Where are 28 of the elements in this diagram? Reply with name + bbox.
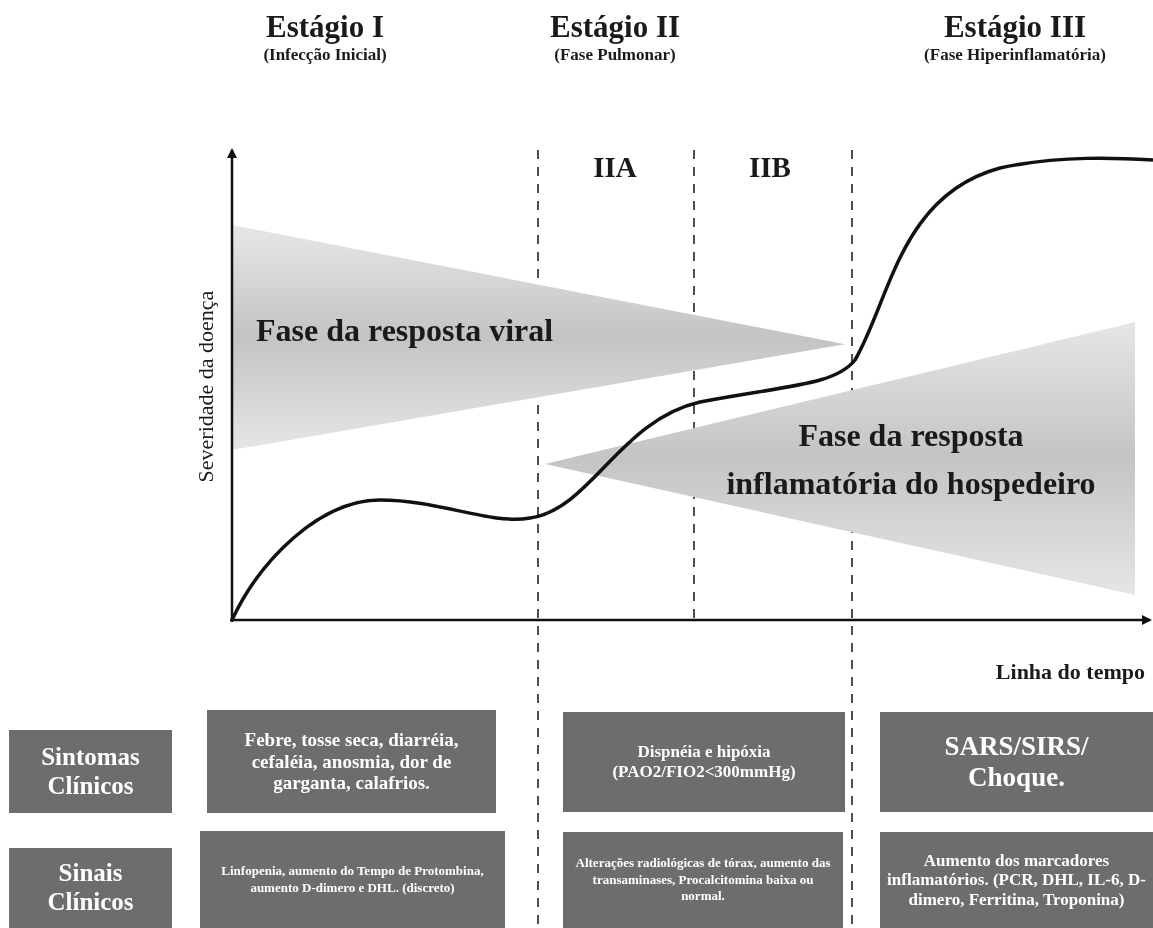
axis-label: Severidade da doença [191,289,219,485]
info-box [563,712,845,812]
info-box [200,831,505,928]
box-text: SARS/SIRS/ Choque. [943,730,1090,794]
axis-label: Linha do tempo [994,658,1145,686]
info-box [880,832,1153,928]
stage-subtitle: (Fase Hiperinflamatória) [923,44,1107,66]
phase-label: Fase da resposta viral [256,310,554,350]
substage-label: IIA [592,150,638,185]
stage-heading: Estágio III [942,8,1088,46]
box-text: Linfopenia, aumento do Tempo de Protombina, aumento D-dimero e DHL. (discreto) [220,862,485,897]
info-box [880,712,1153,812]
stage-subtitle: (Fase Pulmonar) [553,44,677,66]
box-text: Aumento dos marcadores inflamatórios. (PCR, DHL, IL-6, D-dimero, Ferritina, Troponina) [886,850,1147,910]
stage-subtitle: (Infecção Inicial) [262,44,388,66]
substage-label: IIB [748,150,792,185]
box-text: Dispnéia e hipóxia (PAO2/FIO2<300mmHg) [611,741,797,783]
stage-heading: Estágio I [265,8,385,46]
box-text: Alterações radiológicas de tórax, aumento das transaminases, Procalcitomina baixa ou normal. [574,854,832,906]
box-text: Febre, tosse seca, diarréia, cefaléia, anosmia, dor de garganta, calafrios. [243,728,460,795]
stage-heading: Estágio II [548,8,682,46]
box-text: Sintomas Clínicos [40,742,141,801]
info-box [207,710,496,813]
box-text: Sinais Clínicos [46,859,135,917]
info-box [9,730,172,813]
info-box [563,832,843,928]
info-box [9,848,172,928]
phase-label: Fase da resposta inflamatória do hospedeiro [725,415,1097,503]
